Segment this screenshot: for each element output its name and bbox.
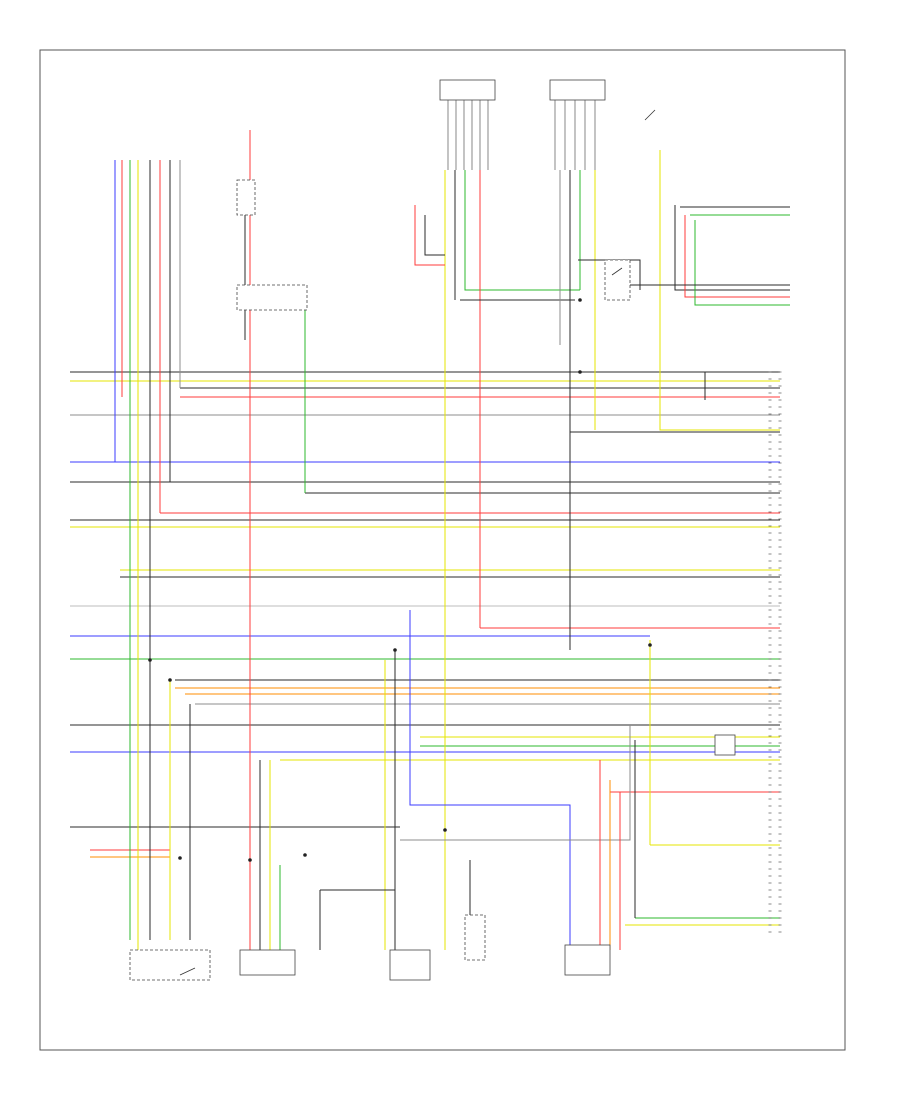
- module-relay-wire: [578, 259, 641, 290]
- relay-loop-blk: [424, 215, 445, 256]
- splice-dot: [648, 643, 652, 647]
- diagram-frame: [39, 49, 846, 1051]
- lower-center-module: [389, 949, 431, 981]
- splice-dot: [178, 856, 182, 860]
- center-grn-run: [464, 170, 580, 291]
- wire-layer: [70, 130, 790, 950]
- splice-dot: [578, 298, 582, 302]
- module-lower-blu: [409, 610, 571, 950]
- left-switch-component: [129, 949, 211, 981]
- right-grn-feed: [694, 220, 790, 306]
- switch-contact-symbol: [179, 967, 196, 976]
- lower-sensor-connector: [239, 949, 296, 976]
- module-lower-gry: [400, 725, 631, 841]
- right-blk-feed: [674, 205, 790, 291]
- top-connector-right: [549, 79, 606, 101]
- splice-dot: [248, 858, 252, 862]
- right-yel-feed: [659, 150, 780, 431]
- sensor-component: [464, 914, 486, 961]
- splice-dot: [578, 370, 582, 374]
- lighting-switch-component: [236, 284, 308, 311]
- splice-dot: [393, 648, 397, 652]
- lower-right-module: [564, 944, 611, 976]
- right-red-feed: [684, 215, 790, 298]
- component-layer: [129, 79, 782, 981]
- switch-contact-symbol: [644, 109, 656, 121]
- top-connector-left: [439, 79, 496, 101]
- relay-loop-red: [414, 205, 445, 266]
- relay-contact-symbol: [611, 267, 623, 276]
- relay-connector: [714, 734, 736, 756]
- splice-dot: [443, 828, 447, 832]
- fuse-block-component: [236, 179, 256, 216]
- splice-dot: [148, 658, 152, 662]
- splice-dot: [168, 678, 172, 682]
- relay-component: [604, 259, 631, 301]
- splice-dot: [303, 853, 307, 857]
